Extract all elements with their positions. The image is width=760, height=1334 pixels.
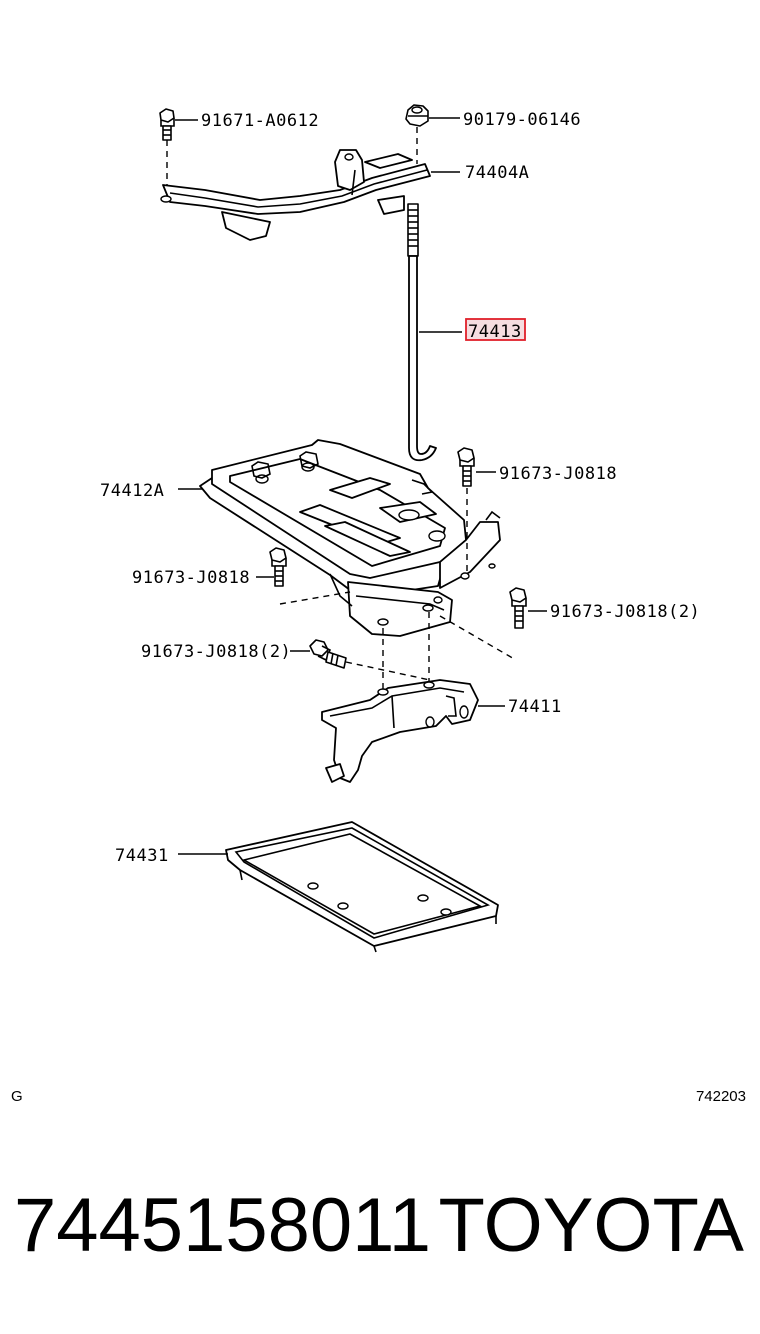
tray-mount[interactable] (329, 573, 453, 637)
bolt-left-2[interactable] (309, 639, 347, 669)
nut-top[interactable] (405, 104, 429, 127)
battery-clamp[interactable] (160, 149, 431, 241)
battery-bracket[interactable] (321, 679, 479, 783)
label-clamp: 74404A (465, 163, 529, 183)
diagram-code-right: 742203 (695, 1088, 746, 1105)
bolt-right-2[interactable] (509, 587, 527, 629)
label-bolt-top-left: 91671-A0612 (201, 111, 319, 131)
label-tray-lower: 74431 (115, 846, 169, 866)
label-bolt-left-2: 91673-J0818(2) (141, 642, 291, 662)
lower-battery-tray[interactable] (225, 821, 499, 953)
battery-rod[interactable] (407, 203, 437, 462)
label-bracket: 74411 (508, 697, 562, 717)
diagram-code-left: G (11, 1088, 23, 1105)
bolt-mid-right[interactable] (457, 447, 475, 487)
part-number: 7445158011 (14, 1183, 432, 1268)
label-bolt-mid-right: 91673-J0818 (499, 464, 617, 484)
brand-name: TOYOTA (438, 1183, 744, 1268)
highlight-box (465, 318, 526, 341)
bolt-top-left[interactable] (159, 108, 175, 141)
upper-battery-tray[interactable] (199, 439, 501, 597)
label-bolt-right-2: 91673-J0818(2) (550, 602, 700, 622)
label-tray-upper: 74412A (100, 481, 164, 501)
label-bolt-mid-left: 91673-J0818 (132, 568, 250, 588)
label-rod[interactable]: 74413 (468, 322, 522, 342)
label-nut-top: 90179-06146 (463, 110, 581, 130)
bolt-mid-left[interactable] (269, 547, 287, 587)
